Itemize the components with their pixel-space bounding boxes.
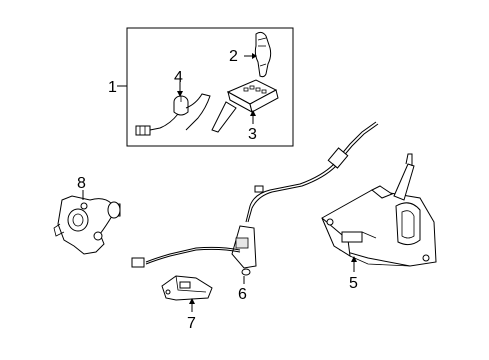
assembly-group-box (126, 27, 294, 147)
callout-2: 2 (229, 48, 238, 65)
callout-4-arrow (177, 91, 183, 97)
callout-3-arrow (250, 110, 256, 116)
callout-7-arrow (189, 298, 195, 304)
shifter-base (321, 153, 437, 267)
shift-indicator-bezel (211, 79, 279, 133)
callout-6: 6 (238, 286, 247, 303)
actuator-assembly (53, 195, 121, 255)
callout-2-arrow (252, 53, 257, 59)
callout-8: 8 (77, 175, 86, 192)
callout-7: 7 (187, 315, 196, 332)
callout-4: 4 (174, 69, 183, 86)
shift-cable (131, 121, 379, 276)
cable-bracket (161, 275, 213, 301)
shift-lock-solenoid (135, 93, 211, 136)
shift-knob (254, 31, 272, 78)
callout-5: 5 (349, 275, 358, 292)
callout-1: 1 (108, 79, 117, 96)
callout-5-arrow (351, 256, 357, 262)
callout-3: 3 (248, 126, 257, 143)
